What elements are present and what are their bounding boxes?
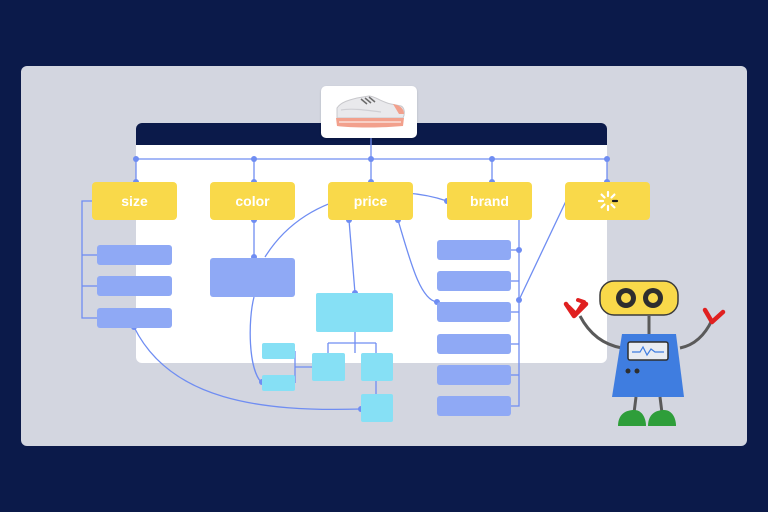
brand-option-block	[437, 240, 511, 260]
brand-option-block	[437, 396, 511, 416]
price-leaf-block	[262, 375, 295, 391]
price-parent-block	[316, 293, 393, 332]
brand-option-block	[437, 302, 511, 322]
tag-color[interactable]: color	[210, 182, 295, 220]
tag-size[interactable]: size	[92, 182, 177, 220]
price-child-block	[312, 353, 345, 381]
tag-price[interactable]: price	[328, 182, 413, 220]
brand-option-block	[437, 271, 511, 291]
tag-loading[interactable]	[565, 182, 650, 220]
product-card	[321, 86, 417, 138]
price-leaf-block	[262, 343, 295, 359]
size-option-block	[97, 308, 172, 328]
price-child-block	[361, 353, 393, 381]
color-block	[210, 258, 295, 297]
size-option-block	[97, 276, 172, 296]
sneaker-icon	[336, 95, 405, 128]
price-child-block	[361, 394, 393, 422]
brand-option-block	[437, 334, 511, 354]
brand-option-block	[437, 365, 511, 385]
loading-spinner-icon	[597, 190, 618, 212]
tag-brand[interactable]: brand	[447, 182, 532, 220]
size-option-block	[97, 245, 172, 265]
robot-illustration	[563, 280, 726, 426]
